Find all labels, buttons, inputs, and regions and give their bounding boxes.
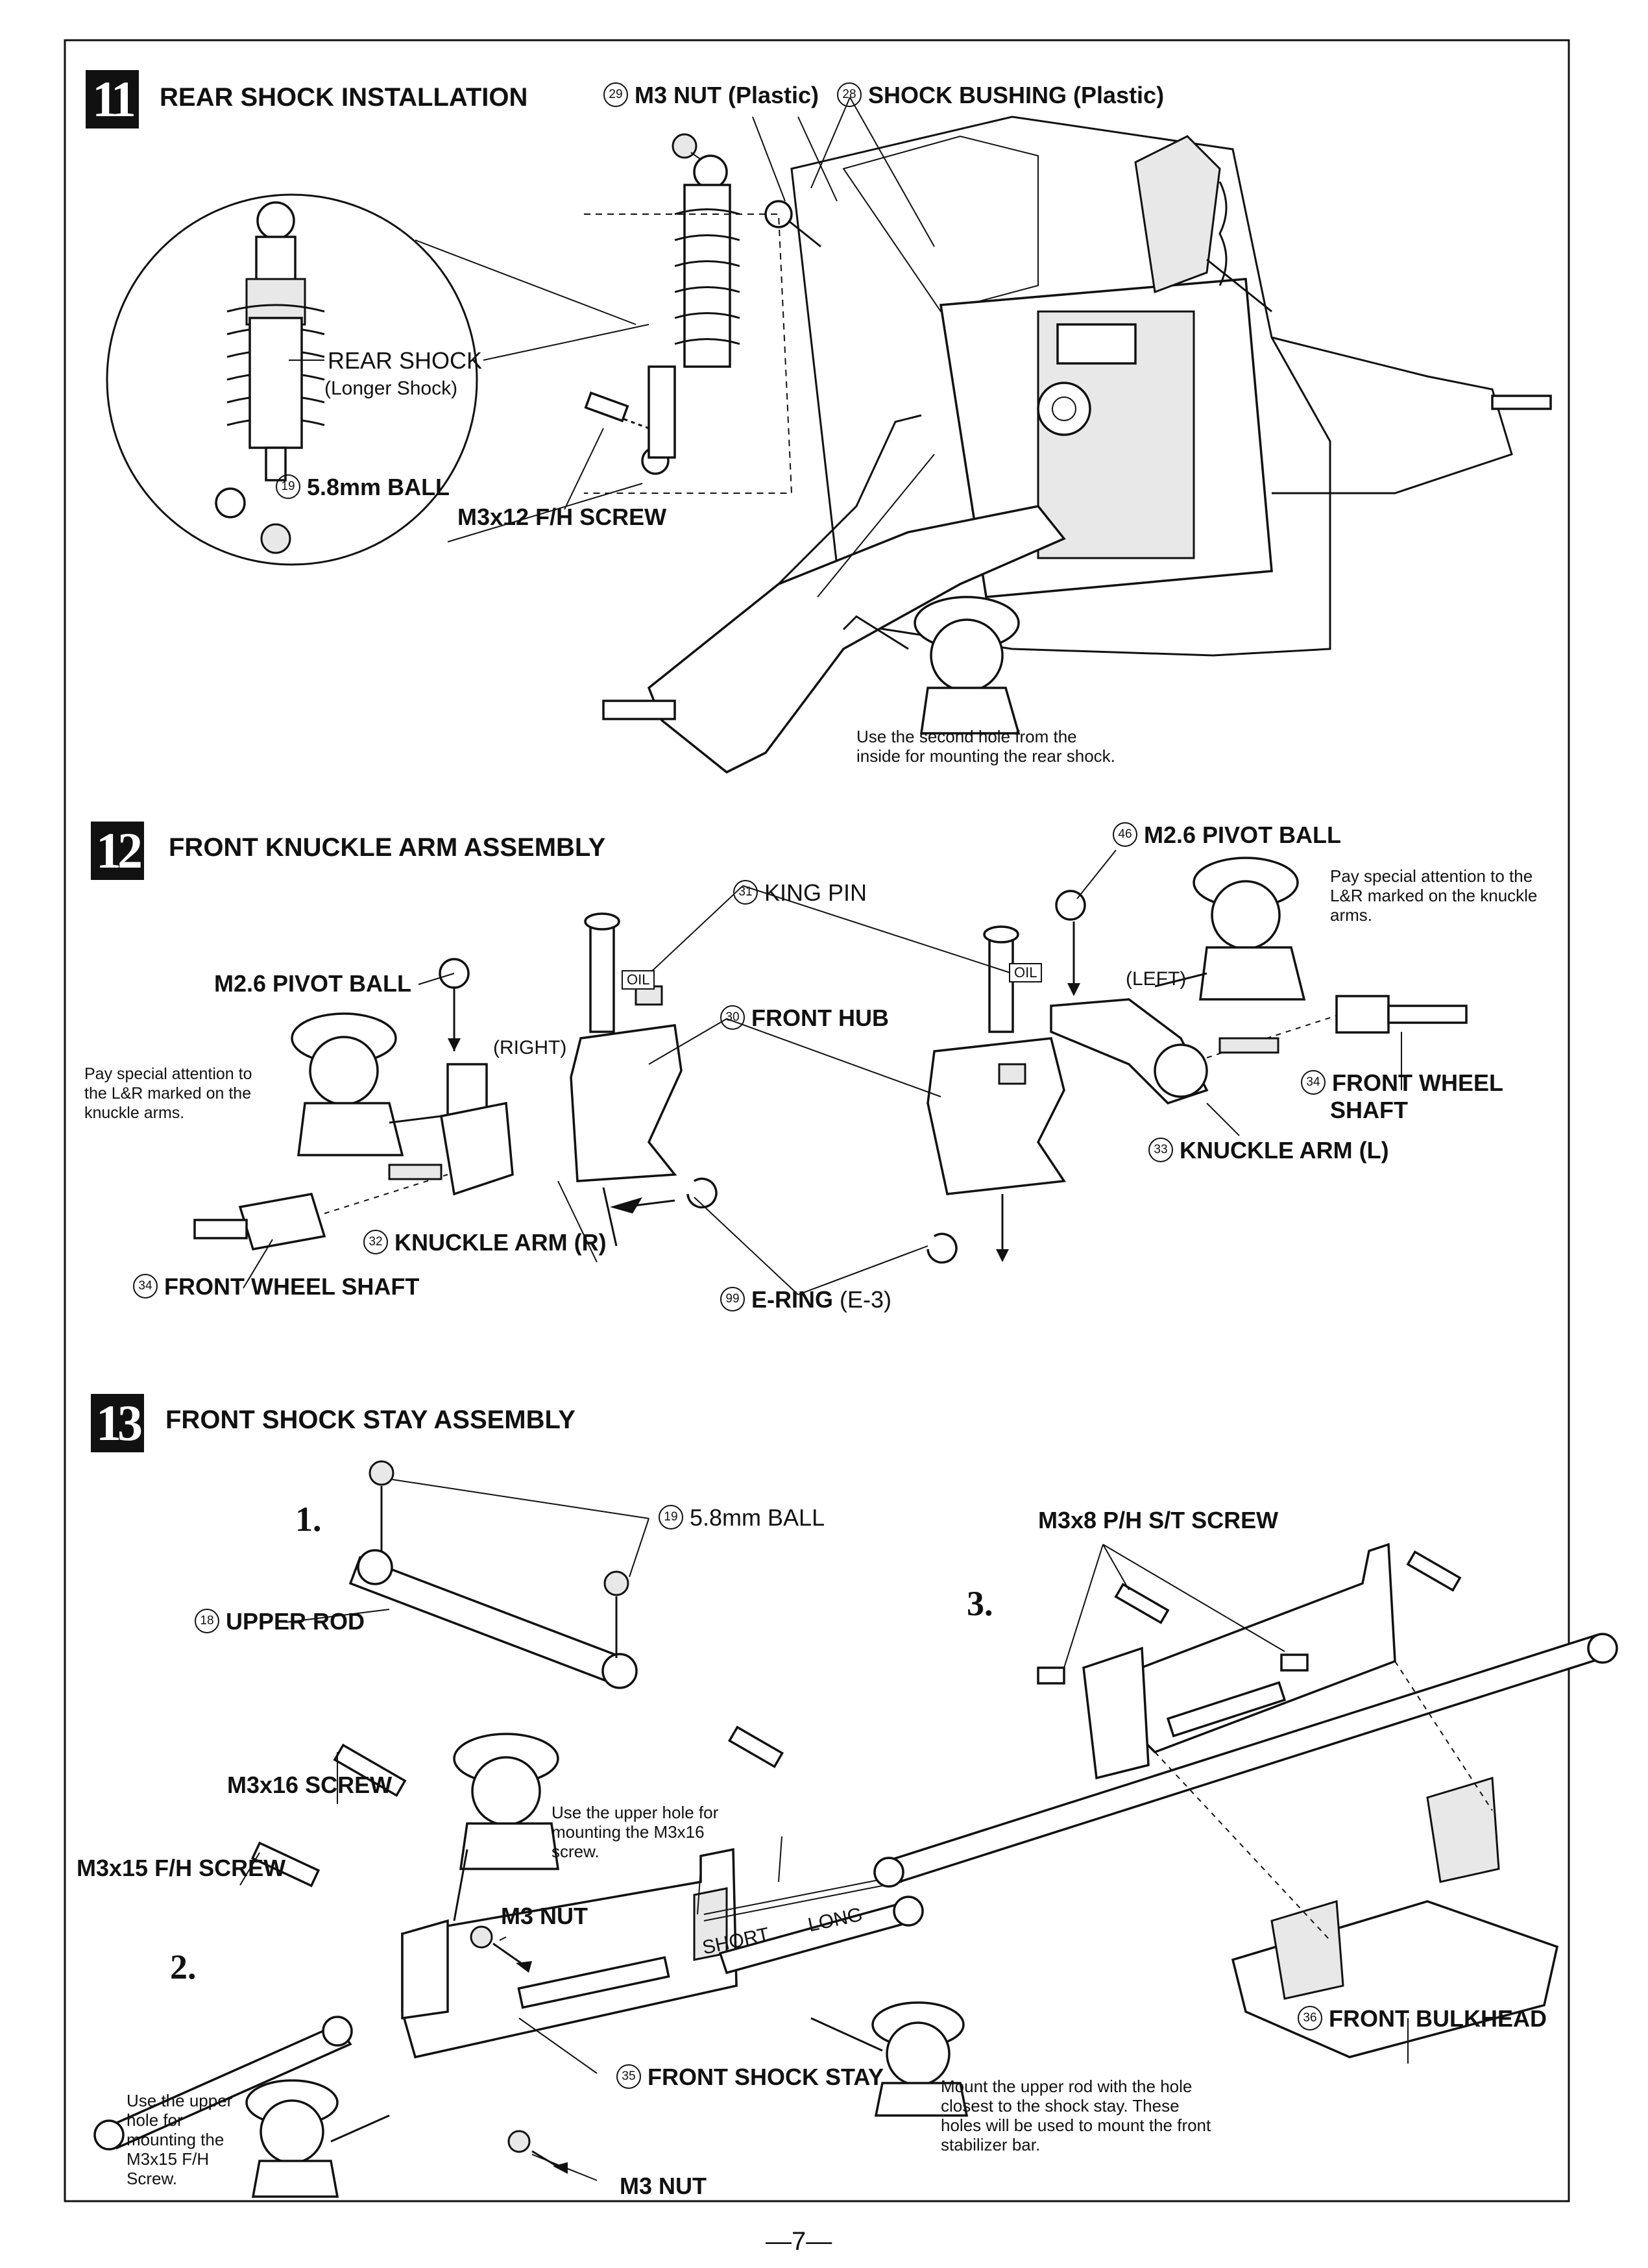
page-number: —7— (766, 2227, 832, 2256)
step-11-note: Use the second hole from the inside for … (856, 727, 1115, 766)
step-12-title: FRONT KNUCKLE ARM ASSEMBLY (169, 833, 606, 862)
shock-stay-assembly-drawing (93, 1725, 924, 2174)
left-marker: (LEFT) (1126, 968, 1187, 990)
step-12-badge: 12 (91, 822, 144, 880)
step-13-note-mount-rod: Mount the upper rod with the hole closes… (941, 2077, 1211, 2154)
m3x8-pst-screw-label: M3x8 P/H S/T SCREW (1038, 1507, 1279, 1533)
right-marker: (RIGHT) (493, 1037, 567, 1058)
substep-2: 2. (170, 1947, 197, 1986)
front-wheel-shaft-right-label-2: SHAFT (1330, 1097, 1408, 1123)
knuckle-assembly-right (193, 912, 718, 1250)
rear-shock-sub: (Longer Shock) (324, 378, 458, 399)
pivot-ball-left-label: M2.6 PIVOT BALL (214, 970, 412, 997)
oil-tag-left: OIL (622, 970, 655, 990)
rear-shock-label: REAR SHOCK (328, 347, 483, 374)
magnifier-circle (106, 193, 478, 566)
step-12-note-left: Pay special attention to the L&R marked … (84, 1065, 252, 1122)
mascot-step13-right (810, 2001, 969, 2117)
oil-tag-right: OIL (1009, 963, 1043, 982)
step-11-title: REAR SHOCK INSTALLATION (160, 83, 528, 112)
rear-shock-drawing (215, 201, 325, 554)
step-13-note-lower-hole: Use the upper hole for mounting the M3x1… (127, 2091, 233, 2188)
rear-chassis-drawing (584, 116, 1552, 774)
mascot-step11 (842, 596, 1021, 735)
bulkhead-assembly-drawing (873, 1542, 1618, 2064)
m3x12-screw-label: M3x12 F/H SCREW (457, 504, 667, 530)
m3x16-screw-label: M3x16 SCREW (227, 1772, 393, 1798)
mascot-step13-top (453, 1733, 560, 1921)
substep-3: 3. (967, 1584, 993, 1623)
step-13-badge: 13 (91, 1394, 144, 1452)
step-11-badge: 11 (86, 70, 139, 128)
m3-nut-bottom-label: M3 NUT (620, 2173, 707, 2199)
knuckle-assembly-left (927, 890, 1468, 1264)
substep-1: 1. (295, 1500, 322, 1539)
mascot-step13-bottom (245, 2079, 390, 2198)
upper-rod-drawing (285, 1460, 649, 1689)
m3-nut-top-label: M3 NUT (501, 1903, 588, 1929)
exploded-shock (584, 133, 821, 475)
mascot-step12-right (1154, 857, 1306, 1001)
step-12-note-right: Pay special attention to the L&R marked … (1330, 866, 1538, 925)
page-border (64, 39, 1570, 2202)
mascot-step12-left (291, 1012, 442, 1156)
step-13-title: FRONT SHOCK STAY ASSEMBLY (165, 1406, 576, 1434)
m3x15-fh-screw-label: M3x15 F/H SCREW (77, 1855, 286, 1881)
step-13-note-upper-hole: Use the upper hole for mounting the M3x1… (551, 1803, 719, 1861)
